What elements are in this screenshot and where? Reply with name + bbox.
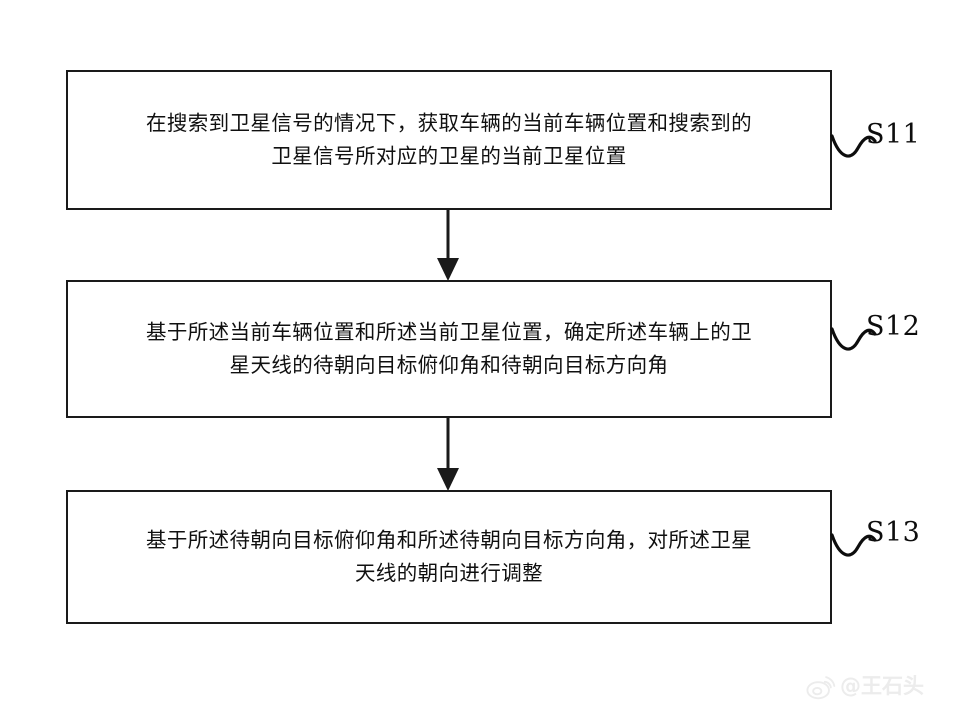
process-box-text-s13: 基于所述待朝向目标俯仰角和所述待朝向目标方向角，对所述卫星 天线的朝向进行调整 [145,528,753,585]
step-label-s13: S13 [866,517,921,548]
watermark-handle: @王石头 [840,673,924,698]
process-box-text-s12: 基于所述当前车辆位置和所述当前卫星位置，确定所述车辆上的卫 星天线的待朝向目标俯… [145,320,753,377]
process-box-step-s12: 基于所述当前车辆位置和所述当前卫星位置，确定所述车辆上的卫 星天线的待朝向目标俯… [66,280,832,418]
process-box-text-s11: 在搜索到卫星信号的情况下，获取车辆的当前车辆位置和搜索到的 卫星信号所对应的卫星… [145,111,753,168]
process-box-step-s13: 基于所述待朝向目标俯仰角和所述待朝向目标方向角，对所述卫星 天线的朝向进行调整 [66,490,832,624]
arrow-step1-to-step2 [437,210,459,281]
arrow-step2-to-step3 [437,418,459,491]
step-label-s12: S12 [866,311,921,342]
watermark: @王石头 [806,667,956,705]
step-label-s11: S11 [866,119,921,150]
process-box-step-s11: 在搜索到卫星信号的情况下，获取车辆的当前车辆位置和搜索到的 卫星信号所对应的卫星… [66,70,832,210]
weibo-icon [806,676,836,700]
